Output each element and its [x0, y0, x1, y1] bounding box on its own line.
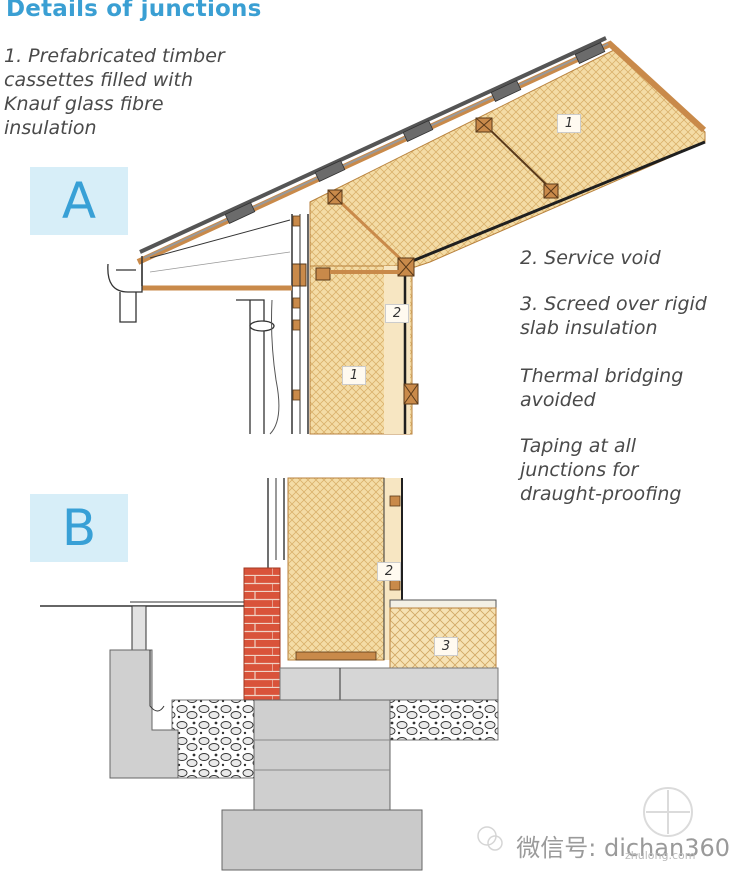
- note-thermal-bridging: Thermal bridging avoided: [520, 365, 684, 411]
- panel-label-b: B: [30, 494, 128, 562]
- marker-b-3: 3: [434, 637, 458, 656]
- brick-plinth: [243, 567, 281, 721]
- external-cladding: [291, 214, 309, 434]
- marker-a-1: 1: [342, 366, 366, 385]
- strip-footing: [221, 809, 423, 871]
- gutter-downpipe: [107, 262, 275, 434]
- rafter: [136, 40, 707, 265]
- detail-a: [107, 36, 707, 435]
- watermark-logo: [477, 787, 693, 851]
- note-taping: Taping at all junctions for draught-proo…: [520, 435, 682, 505]
- detail-b: [40, 477, 499, 871]
- page-title: Details of junctions: [6, 0, 262, 22]
- note-prefabricated-cassettes: 1. Prefabricated timber cassettes filled…: [4, 45, 225, 139]
- roof-tiles: [139, 36, 609, 259]
- marker-b-2: 2: [377, 562, 401, 581]
- wall-insulation-b: [287, 477, 385, 661]
- footing-wall: [109, 649, 179, 779]
- note-screed: 3. Screed over rigid slab insulation: [520, 293, 707, 339]
- marker-roof-1: 1: [557, 114, 581, 133]
- note-service-void: 2. Service void: [520, 247, 661, 269]
- panel-label-a: A: [30, 167, 128, 235]
- watermark-sub: zhulong.com: [625, 849, 696, 862]
- concrete-slab: [279, 667, 499, 701]
- watermark-text: 微信号: dichan360: [516, 834, 730, 862]
- gravel-fill: [171, 699, 261, 779]
- marker-a-2: 2: [385, 304, 409, 323]
